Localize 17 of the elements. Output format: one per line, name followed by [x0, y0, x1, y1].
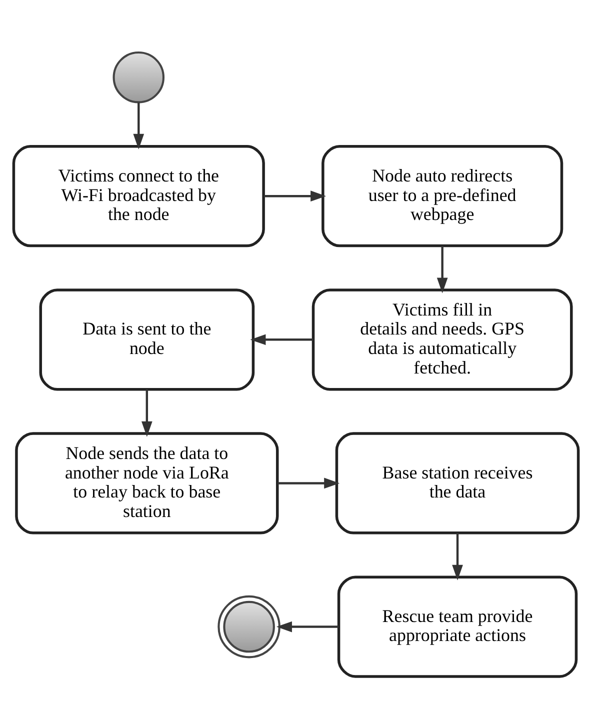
node-circle [218, 594, 280, 658]
arrow [278, 477, 340, 488]
node-box: Victims connect to the Wi-Fi broadcasted by the node [12, 144, 265, 247]
arrow [452, 532, 463, 580]
node-box: Rescue team provide appropriate actions [337, 575, 578, 678]
node-circle [112, 50, 165, 103]
node-box: Victims fill in details and needs. GPS data is automatically fetched. [312, 288, 573, 390]
arrow [142, 388, 152, 436]
arrow [276, 620, 338, 632]
arrow [250, 334, 314, 345]
node-box: Node sends the data to another node via LoRa to relay back to base station [15, 432, 279, 534]
node-box: Base station receives the data [335, 432, 580, 534]
arrow [133, 102, 144, 149]
arrow [436, 245, 448, 293]
node-box: Node auto redirects user to a pre-defined webpage [322, 144, 564, 247]
arrow [264, 190, 326, 201]
node-box: Data is sent to the node [39, 288, 255, 390]
